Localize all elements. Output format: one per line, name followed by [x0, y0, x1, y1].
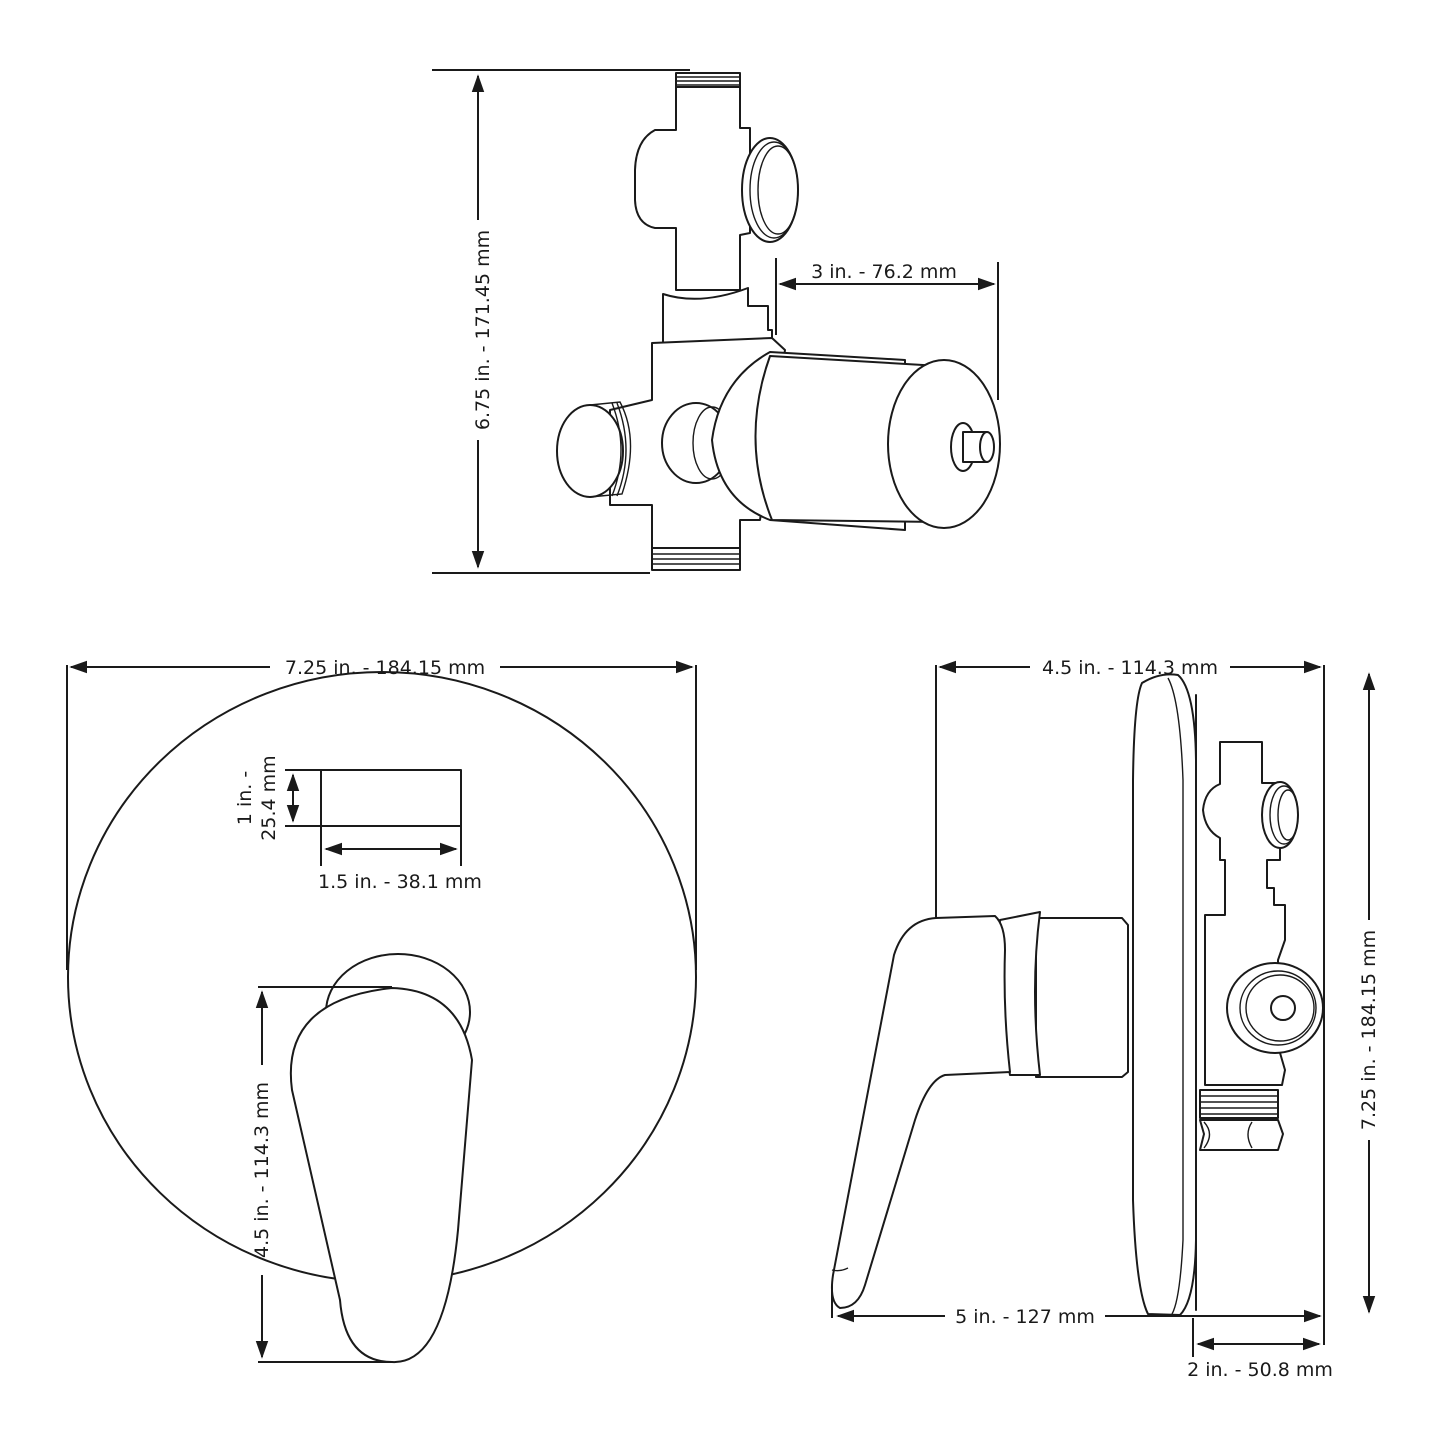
opening-height-label-line2: 25.4 mm: [258, 755, 280, 840]
depth-to-back-label: 4.5 in. - 114.3 mm: [1042, 657, 1218, 679]
cartridge-depth-label: 3 in. - 76.2 mm: [811, 261, 957, 283]
side-trim-plate: [1132, 673, 1197, 1316]
valve-height-label: 6.75 in. - 171.45 mm: [472, 230, 494, 430]
side-port-outer: [1226, 962, 1324, 1054]
cartridge-face: [887, 359, 1001, 529]
lever-handle: [289, 987, 473, 1364]
handle-length-label: 4.5 in. - 114.3 mm: [251, 1082, 273, 1258]
side-nut: [1199, 1119, 1284, 1151]
side-handle-base: [1035, 917, 1129, 1078]
plate-opening: [320, 769, 462, 827]
side-lever: [830, 915, 1011, 1309]
upper-body: [634, 86, 751, 291]
opening-height-label-line1: 1 in. -: [234, 771, 256, 825]
wall-depth-label: 2 in. - 50.8 mm: [1187, 1359, 1333, 1381]
side-view: 4.5 in. - 114.3 mm 7.25 in. - 184.15 mm: [830, 657, 1380, 1381]
collar: [662, 287, 773, 346]
plate-diameter-label: 7.25 in. - 184.15 mm: [285, 657, 485, 679]
side-port-center: [1270, 995, 1296, 1021]
opening-width-label: 1.5 in. - 38.1 mm: [318, 871, 482, 893]
front-trim-view: 7.25 in. - 184.15 mm 1 in. - 25.4 mm 1.5…: [66, 657, 697, 1364]
overall-depth-label: 5 in. - 127 mm: [955, 1306, 1095, 1328]
plate-height-label: 7.25 in. - 184.15 mm: [1358, 930, 1380, 1130]
valve-body-view: 6.75 in. - 171.45 mm: [432, 69, 1001, 574]
left-inlet: [556, 404, 624, 498]
